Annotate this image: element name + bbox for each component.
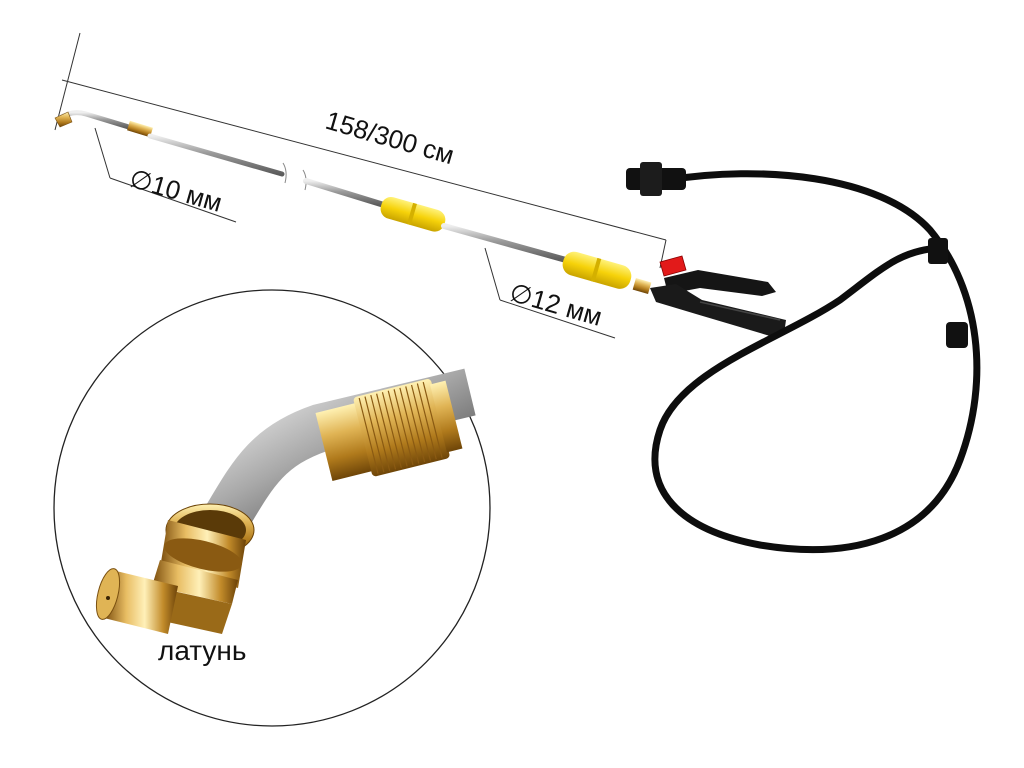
brass-nozzle-icon: [95, 368, 476, 634]
tip-diameter-label: ∅10 мм: [126, 163, 225, 218]
tube-diameter-label: ∅12 мм: [506, 277, 605, 332]
spray-lance-icon: [54, 110, 652, 294]
callout-circle: [53, 289, 491, 727]
hose-icon: [626, 162, 981, 554]
length-dimension-label: 158/300 см: [322, 105, 457, 170]
dimension-lines: [54, 32, 667, 339]
trigger-handle-icon: [650, 255, 786, 336]
material-label: латунь: [158, 635, 246, 666]
